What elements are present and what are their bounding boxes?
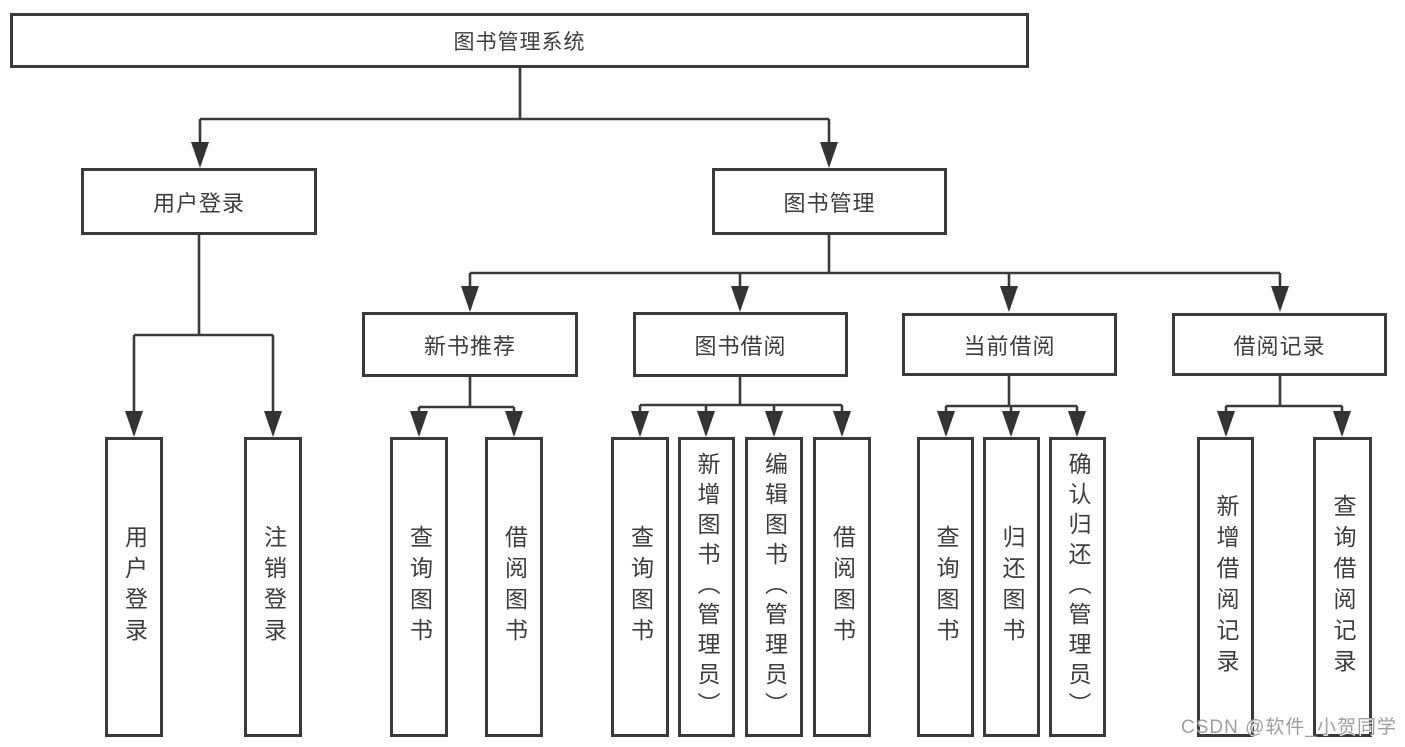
leaf-query-borrow-record: 查询借阅记录 <box>1313 437 1372 737</box>
node-label: 新书推荐 <box>423 333 516 359</box>
arrow-icon <box>697 411 715 437</box>
arrow-icon <box>264 411 282 437</box>
node-user-login: 用户登录 <box>81 168 317 235</box>
node-label: 查询借阅记录 <box>1330 494 1356 680</box>
node-label: 查询图书 <box>627 525 654 649</box>
node-label: 查询图书 <box>406 525 433 649</box>
node-label: 注销登录 <box>260 525 287 649</box>
node-new-book-recommend: 新书推荐 <box>362 312 578 377</box>
leaf-edit-book-admin: 编辑图书（管理员） <box>745 437 803 737</box>
leaf-add-borrow-record: 新增借阅记录 <box>1197 437 1254 737</box>
arrow-icon <box>1068 411 1086 437</box>
leaf-logout: 注销登录 <box>244 437 302 737</box>
node-label: 图书借阅 <box>694 333 787 359</box>
node-label: 新增借阅记录 <box>1213 494 1239 680</box>
leaf-add-book-admin: 新增图书（管理员） <box>678 437 735 737</box>
arrow-icon <box>1217 411 1235 437</box>
node-label: 当前借阅 <box>963 333 1056 359</box>
leaf-user-login: 用户登录 <box>105 437 163 737</box>
arrow-icon <box>125 411 143 437</box>
arrow-icon <box>410 411 428 437</box>
arrow-icon <box>461 286 479 312</box>
arrow-icon <box>937 411 955 437</box>
leaf-return-book: 归还图书 <box>983 437 1040 737</box>
node-label: 确认归还（管理员） <box>1065 452 1091 722</box>
node-label: 编辑图书（管理员） <box>761 452 788 722</box>
arrow-icon <box>820 142 838 168</box>
arrow-icon <box>505 411 523 437</box>
node-book-management: 图书管理 <box>712 168 947 235</box>
leaf-query-books-recommend: 查询图书 <box>390 437 448 737</box>
csdn-watermark: CSDN @软件_小贺同学 <box>1181 717 1397 738</box>
node-label: 图书管理系统 <box>453 30 586 54</box>
node-label: 借阅图书 <box>501 525 528 649</box>
node-label: 图书管理 <box>783 190 876 216</box>
leaf-confirm-return-admin: 确认归还（管理员） <box>1049 437 1106 737</box>
leaf-borrow-books-recommend: 借阅图书 <box>485 437 543 737</box>
node-label: 查询图书 <box>933 525 959 649</box>
arrow-icon <box>731 286 749 312</box>
arrow-icon <box>1000 286 1018 312</box>
node-label: 借阅记录 <box>1233 333 1326 359</box>
arrow-icon <box>1002 411 1020 437</box>
arrow-icon <box>765 411 783 437</box>
leaf-query-books-current: 查询图书 <box>917 437 974 737</box>
arrowheads <box>125 142 1351 437</box>
arrow-icon <box>1271 286 1289 312</box>
node-borrow-records: 借阅记录 <box>1172 313 1387 376</box>
node-label: 用户登录 <box>121 525 148 649</box>
arrow-icon <box>631 411 649 437</box>
arrow-icon <box>191 142 209 168</box>
leaf-query-books-borrow: 查询图书 <box>611 437 669 737</box>
node-label: 借阅图书 <box>829 525 856 649</box>
leaf-borrow-books-2: 借阅图书 <box>813 437 871 737</box>
node-current-borrow: 当前借阅 <box>902 313 1117 376</box>
arrow-icon <box>1333 411 1351 437</box>
arrow-icon <box>833 411 851 437</box>
node-library-management-system: 图书管理系统 <box>10 13 1029 68</box>
node-book-borrow: 图书借阅 <box>633 312 848 377</box>
node-label: 新增图书（管理员） <box>694 452 720 722</box>
node-label: 归还图书 <box>999 525 1025 649</box>
node-label: 用户登录 <box>152 190 245 216</box>
